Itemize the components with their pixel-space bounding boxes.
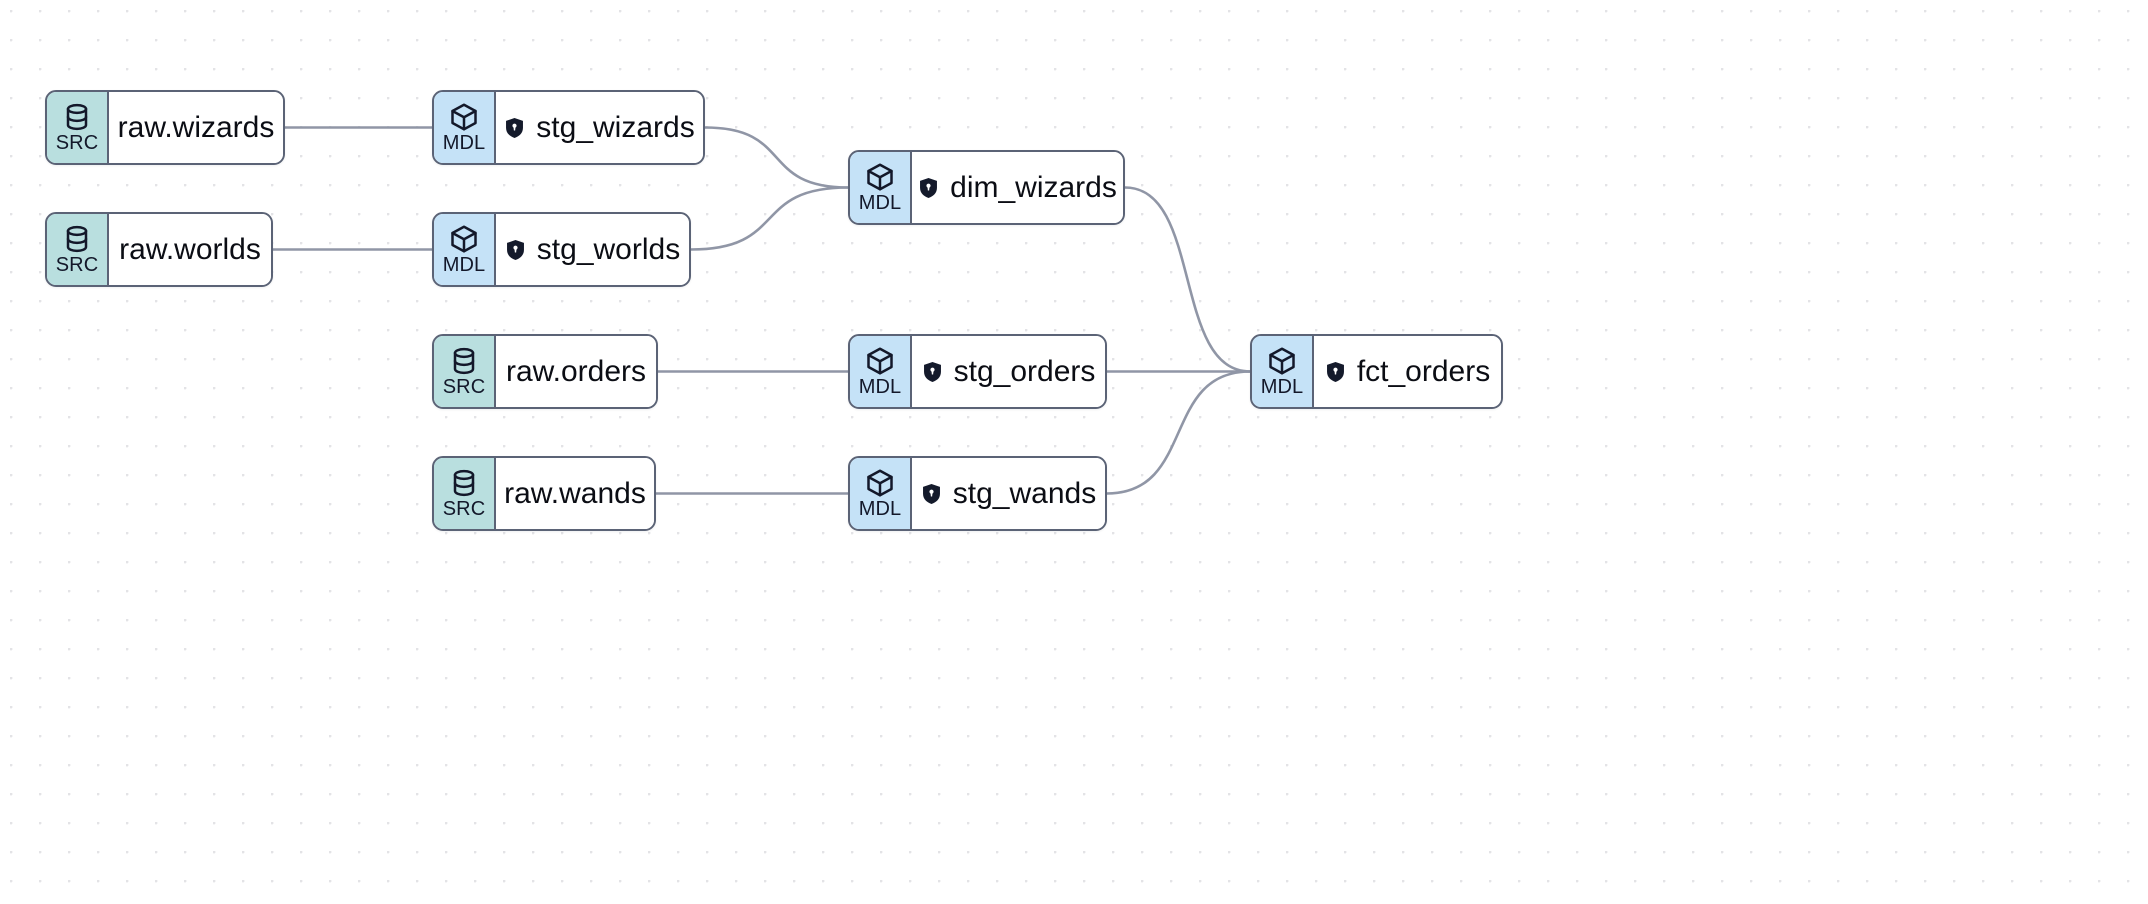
node-body: dim_wizards — [912, 152, 1123, 223]
cube-icon — [449, 102, 479, 132]
node-kind-badge-source: SRC — [47, 214, 109, 285]
node-kind-label: SRC — [55, 131, 99, 154]
node-kind-label: MDL — [1260, 375, 1304, 398]
node-body: raw.orders — [496, 336, 656, 407]
node-body: raw.wizards — [109, 92, 283, 163]
node-raw_worlds[interactable]: SRC raw.worlds — [45, 212, 273, 287]
node-body: stg_worlds — [496, 214, 689, 285]
node-kind-badge-source: SRC — [47, 92, 109, 163]
node-kind-label: SRC — [442, 497, 486, 520]
node-raw_wands[interactable]: SRC raw.wands — [432, 456, 656, 531]
edge-stg_worlds-to-dim_wizards — [689, 186, 850, 251]
shield-lock-icon — [1325, 361, 1346, 383]
node-label: stg_orders — [953, 354, 1096, 388]
database-cylinder-icon — [449, 346, 479, 376]
shield-lock-icon — [922, 361, 943, 383]
node-raw_orders[interactable]: SRC raw.orders — [432, 334, 658, 409]
node-kind-label: MDL — [858, 497, 902, 520]
shield-lock-icon — [921, 483, 942, 505]
node-stg_wands[interactable]: MDL stg_wands — [848, 456, 1107, 531]
node-body: stg_wands — [912, 458, 1105, 529]
node-kind-badge-model: MDL — [850, 458, 912, 529]
node-body: raw.worlds — [109, 214, 271, 285]
node-kind-label: MDL — [858, 375, 902, 398]
node-kind-badge-model: MDL — [434, 92, 496, 163]
node-stg_wizards[interactable]: MDL stg_wizards — [432, 90, 705, 165]
shield-lock-icon — [918, 177, 939, 199]
node-body: raw.wands — [496, 458, 654, 529]
node-kind-label: SRC — [442, 375, 486, 398]
node-body: stg_wizards — [496, 92, 703, 163]
node-label: fct_orders — [1356, 354, 1491, 388]
cube-icon — [449, 224, 479, 254]
node-dim_wizards[interactable]: MDL dim_wizards — [848, 150, 1125, 225]
node-stg_orders[interactable]: MDL stg_orders — [848, 334, 1107, 409]
database-cylinder-icon — [62, 102, 92, 132]
node-kind-badge-source: SRC — [434, 458, 496, 529]
node-stg_worlds[interactable]: MDL stg_worlds — [432, 212, 691, 287]
node-kind-label: MDL — [442, 253, 486, 276]
node-label: stg_wizards — [536, 110, 695, 144]
shield-lock-icon — [505, 239, 526, 261]
node-label: stg_worlds — [536, 232, 681, 266]
edge-stg_wizards-to-dim_wizards — [703, 126, 850, 189]
node-kind-badge-model: MDL — [850, 336, 912, 407]
cube-icon — [865, 162, 895, 192]
node-kind-badge-model: MDL — [1252, 336, 1314, 407]
cube-icon — [865, 468, 895, 498]
node-kind-label: MDL — [858, 191, 902, 214]
node-kind-badge-source: SRC — [434, 336, 496, 407]
node-kind-label: SRC — [55, 253, 99, 276]
node-label: raw.worlds — [119, 232, 261, 266]
node-body: stg_orders — [912, 336, 1105, 407]
cube-icon — [865, 346, 895, 376]
database-cylinder-icon — [449, 468, 479, 498]
node-body: fct_orders — [1314, 336, 1501, 407]
node-kind-badge-model: MDL — [850, 152, 912, 223]
node-fct_orders[interactable]: MDL fct_orders — [1250, 334, 1503, 409]
node-raw_wizards[interactable]: SRC raw.wizards — [45, 90, 285, 165]
cube-icon — [1267, 346, 1297, 376]
node-label: raw.wands — [504, 476, 646, 510]
database-cylinder-icon — [62, 224, 92, 254]
edge-dim_wizards-to-fct_orders — [1123, 186, 1252, 373]
shield-lock-icon — [504, 117, 525, 139]
node-label: stg_wands — [952, 476, 1097, 510]
edge-stg_wands-to-fct_orders — [1105, 370, 1252, 495]
node-kind-label: MDL — [442, 131, 486, 154]
node-kind-badge-model: MDL — [434, 214, 496, 285]
node-label: dim_wizards — [950, 170, 1117, 204]
node-label: raw.orders — [505, 354, 647, 388]
node-label: raw.wizards — [117, 110, 275, 144]
